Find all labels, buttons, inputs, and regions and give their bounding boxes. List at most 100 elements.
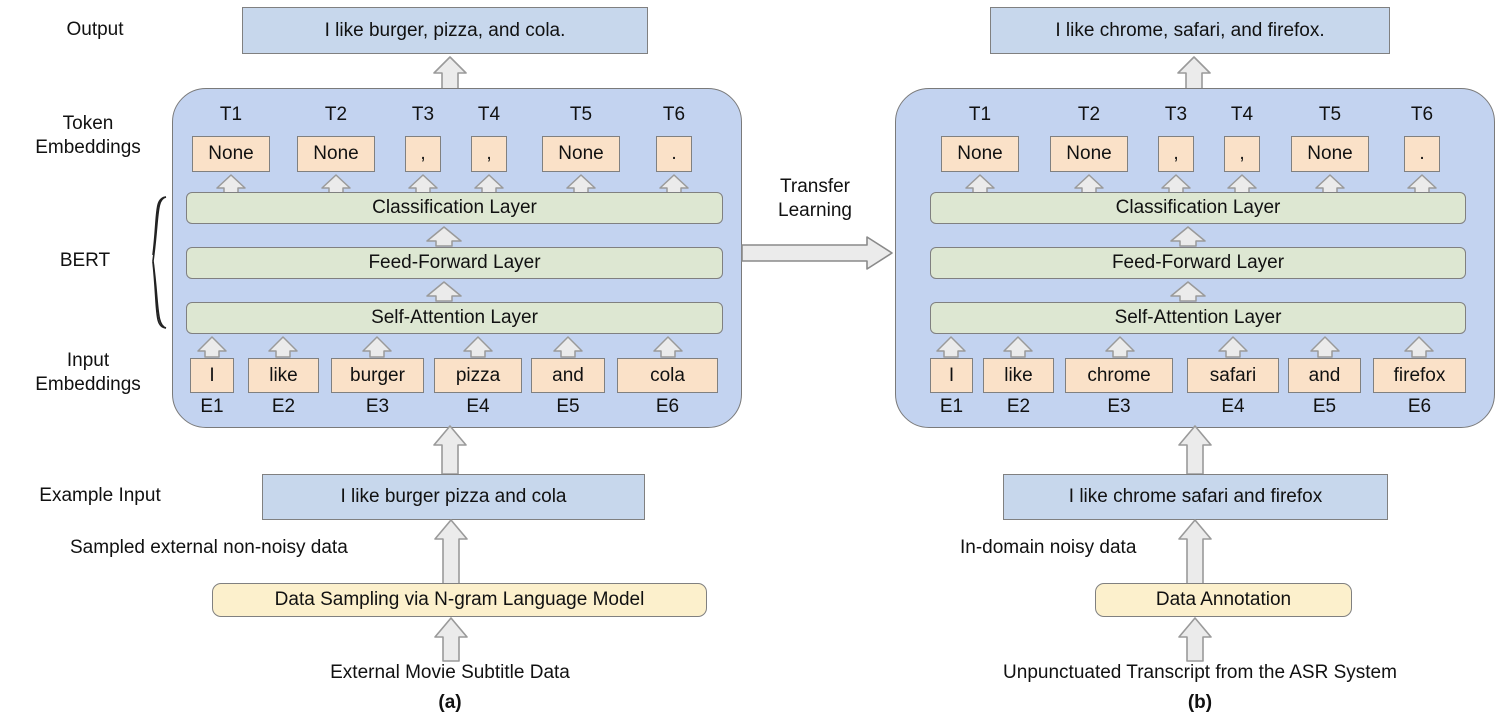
left-arrow-input-to-sa-2 bbox=[268, 336, 298, 358]
right-token-id-4: T4 bbox=[1230, 104, 1254, 125]
left-classification-layer: Classification Layer bbox=[186, 192, 723, 224]
transfer-learning-line2: Learning bbox=[778, 200, 852, 221]
left-input-box-4: pizza bbox=[434, 358, 522, 393]
right-arrow-input-to-sa-4 bbox=[1218, 336, 1248, 358]
right-classification-layer: Classification Layer bbox=[930, 192, 1466, 224]
left-arrow-input-to-sa-4 bbox=[463, 336, 493, 358]
left-arrow-cls-to-token-2 bbox=[321, 174, 351, 194]
right-input-box-2: like bbox=[983, 358, 1054, 393]
right-arrow-source-to-process bbox=[1178, 617, 1212, 662]
right-token-id-3: T3 bbox=[1164, 104, 1188, 125]
left-input-id-3: E3 bbox=[365, 396, 390, 417]
left-arrow-cls-to-token-3 bbox=[408, 174, 438, 194]
transfer-learning-label: Transfer Learning bbox=[755, 175, 875, 223]
row-label-input-line2: Embeddings bbox=[35, 374, 141, 395]
right-arrow-cls-to-token-3 bbox=[1161, 174, 1191, 194]
right-arrow-sa-to-ff bbox=[1170, 281, 1206, 302]
transfer-learning-line1: Transfer bbox=[779, 176, 851, 197]
right-input-id-4: E4 bbox=[1221, 396, 1245, 417]
left-arrow-source-to-process bbox=[434, 617, 468, 662]
right-source-caption: Unpunctuated Transcript from the ASR Sys… bbox=[1003, 662, 1397, 683]
right-input-box-1: I bbox=[930, 358, 973, 393]
left-arrow-input-to-sa-1 bbox=[197, 336, 227, 358]
right-input-id-5: E5 bbox=[1312, 396, 1337, 417]
right-feed-forward-layer: Feed-Forward Layer bbox=[930, 247, 1466, 279]
left-arrow-input-to-sa-3 bbox=[362, 336, 392, 358]
transfer-learning-arrow bbox=[741, 236, 893, 275]
left-input-box-6: cola bbox=[617, 358, 718, 393]
left-arrow-panel-to-output bbox=[433, 56, 467, 90]
right-arrow-input-to-sa-5 bbox=[1310, 336, 1340, 358]
left-feed-forward-layer: Feed-Forward Layer bbox=[186, 247, 723, 279]
row-label-input-line1: Input bbox=[66, 350, 110, 371]
left-token-box-2: None bbox=[297, 136, 375, 172]
right-arrow-process-to-example bbox=[1178, 519, 1212, 585]
right-input-id-6: E6 bbox=[1407, 396, 1432, 417]
left-arrow-cls-to-token-6 bbox=[659, 174, 689, 194]
left-example-input-box: I like burger pizza and cola bbox=[262, 474, 645, 520]
left-input-id-5: E5 bbox=[556, 396, 580, 417]
right-input-box-4: safari bbox=[1187, 358, 1279, 393]
left-self-attention-layer: Self-Attention Layer bbox=[186, 302, 723, 334]
right-arrow-cls-to-token-1 bbox=[965, 174, 995, 194]
right-token-box-2: None bbox=[1050, 136, 1128, 172]
left-token-id-1: T1 bbox=[219, 104, 243, 125]
left-input-box-1: I bbox=[190, 358, 234, 393]
right-token-id-5: T5 bbox=[1318, 104, 1342, 125]
right-subfigure-label: (b) bbox=[1187, 692, 1213, 713]
left-arrow-input-to-sa-5 bbox=[553, 336, 583, 358]
right-token-box-1: None bbox=[941, 136, 1019, 172]
bert-brace bbox=[140, 195, 170, 335]
left-arrow-cls-to-token-1 bbox=[216, 174, 246, 194]
left-input-id-2: E2 bbox=[271, 396, 296, 417]
row-label-token-line2: Embeddings bbox=[35, 137, 141, 158]
right-arrow-panel-to-output bbox=[1177, 56, 1211, 90]
left-arrow-example-to-panel bbox=[433, 425, 467, 475]
right-arrow-cls-to-token-2 bbox=[1074, 174, 1104, 194]
right-input-id-2: E2 bbox=[1006, 396, 1031, 417]
row-label-output: Output bbox=[66, 19, 124, 40]
right-arrow-cls-to-token-6 bbox=[1407, 174, 1437, 194]
right-arrow-input-to-sa-6 bbox=[1404, 336, 1434, 358]
right-arrow-input-to-sa-2 bbox=[1003, 336, 1033, 358]
right-input-box-3: chrome bbox=[1065, 358, 1173, 393]
row-label-bert: BERT bbox=[59, 250, 111, 271]
right-example-input-box: I like chrome safari and firefox bbox=[1003, 474, 1388, 520]
row-label-token-line1: Token bbox=[62, 113, 114, 134]
right-token-id-1: T1 bbox=[968, 104, 992, 125]
left-token-id-6: T6 bbox=[662, 104, 686, 125]
right-arrow-ff-to-cls bbox=[1170, 226, 1206, 247]
right-token-box-6: . bbox=[1404, 136, 1440, 172]
right-input-id-1: E1 bbox=[939, 396, 964, 417]
left-arrow-input-to-sa-6 bbox=[653, 336, 683, 358]
left-token-box-1: None bbox=[192, 136, 270, 172]
left-arrow-cls-to-token-4 bbox=[474, 174, 504, 194]
row-label-input-embeddings: Input Embeddings bbox=[8, 349, 168, 397]
right-process-box: Data Annotation bbox=[1095, 583, 1352, 617]
right-self-attention-layer: Self-Attention Layer bbox=[930, 302, 1466, 334]
left-token-id-2: T2 bbox=[324, 104, 348, 125]
right-arrow-cls-to-token-5 bbox=[1315, 174, 1345, 194]
left-input-box-3: burger bbox=[331, 358, 424, 393]
left-input-id-1: E1 bbox=[200, 396, 224, 417]
left-data-note: Sampled external non-noisy data bbox=[70, 537, 348, 558]
left-token-id-3: T3 bbox=[411, 104, 435, 125]
left-token-id-4: T4 bbox=[477, 104, 501, 125]
left-arrow-sa-to-ff bbox=[426, 281, 462, 302]
right-arrow-input-to-sa-1 bbox=[936, 336, 966, 358]
right-arrow-input-to-sa-3 bbox=[1105, 336, 1135, 358]
row-label-example-input: Example Input bbox=[39, 485, 161, 506]
right-arrow-cls-to-token-4 bbox=[1227, 174, 1257, 194]
right-token-id-2: T2 bbox=[1077, 104, 1101, 125]
right-token-id-6: T6 bbox=[1410, 104, 1434, 125]
left-input-id-4: E4 bbox=[466, 396, 490, 417]
left-subfigure-label: (a) bbox=[438, 692, 462, 713]
right-data-note: In-domain noisy data bbox=[960, 537, 1137, 558]
right-input-box-6: firefox bbox=[1373, 358, 1466, 393]
row-label-token-embeddings: Token Embeddings bbox=[8, 112, 168, 160]
left-arrow-cls-to-token-5 bbox=[566, 174, 596, 194]
left-token-box-5: None bbox=[542, 136, 620, 172]
left-arrow-process-to-example bbox=[434, 519, 468, 585]
left-output-box: I like burger, pizza, and cola. bbox=[242, 7, 648, 54]
left-input-id-6: E6 bbox=[655, 396, 680, 417]
